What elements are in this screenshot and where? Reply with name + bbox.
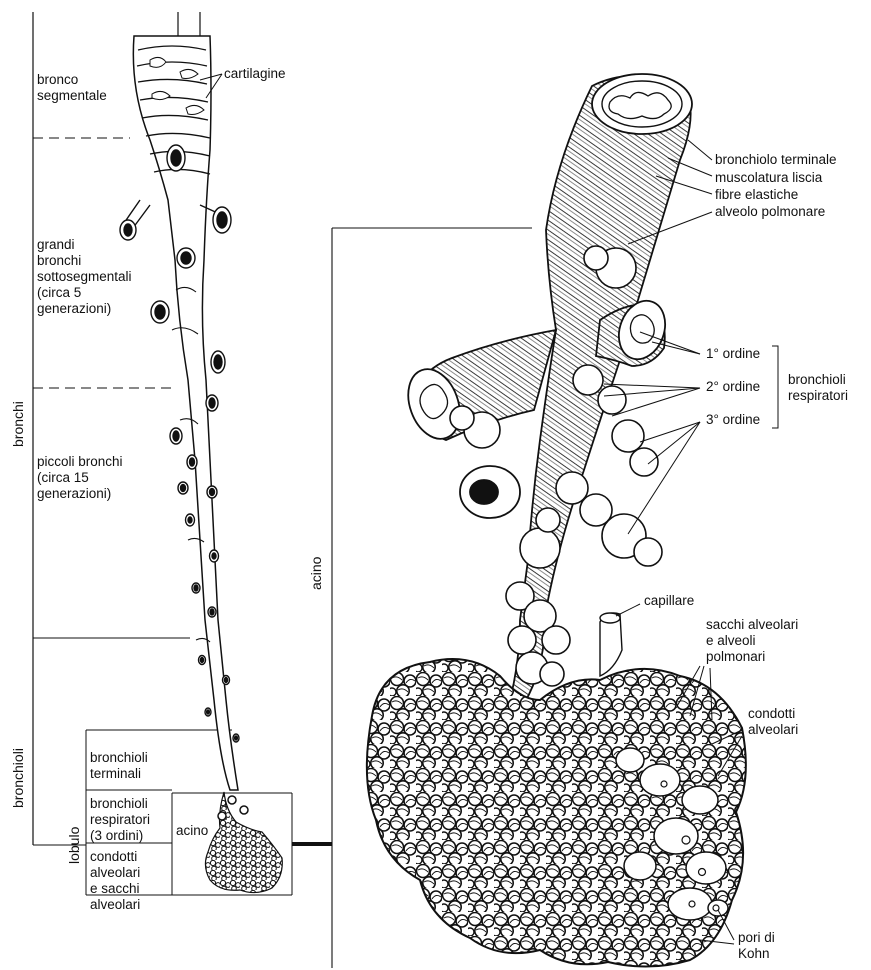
label-acino-vertical: acino	[308, 557, 324, 590]
label-condotti-sacchi: condotti alveolari e sacchi alveolari	[90, 849, 140, 913]
label-alveolo-polmonare: alveolo polmonare	[715, 204, 825, 220]
label-bronchiolo-terminale: bronchiolo terminale	[715, 152, 837, 168]
acinus-illustration	[367, 74, 746, 967]
label-secondo-ordine: 2° ordine	[706, 379, 760, 395]
label-condotti-alveolari: condotti alveolari	[748, 706, 798, 738]
label-capillare: capillare	[644, 593, 694, 609]
label-bronchioli-respiratori-right: bronchioli respiratori	[788, 372, 848, 404]
label-group-lobulo: lobulo	[66, 827, 82, 864]
label-fibre-elastiche: fibre elastiche	[715, 187, 798, 203]
label-cartilagine: cartilagine	[224, 66, 286, 82]
label-terzo-ordine: 3° ordine	[706, 412, 760, 428]
label-bronchioli-respiratori: bronchioli respiratori (3 ordini)	[90, 796, 150, 844]
label-acino-box: acino	[176, 823, 208, 839]
label-group-bronchi: bronchi	[10, 401, 26, 447]
label-group-bronchioli: bronchioli	[10, 748, 26, 808]
label-grandi-bronchi: grandi bronchi sottosegmentali (circa 5 …	[37, 237, 132, 317]
label-sacchi-alveolari: sacchi alveolari e alveoli polmonari	[706, 617, 798, 665]
label-piccoli-bronchi: piccoli bronchi (circa 15 generazioni)	[37, 454, 123, 502]
label-pori-di-kohn: pori di Kohn	[738, 930, 775, 962]
label-bronco-segmentale: bronco segmentale	[37, 72, 107, 104]
label-muscolatura-liscia: muscolatura liscia	[715, 170, 822, 186]
label-bronchioli-terminali: bronchioli terminali	[90, 750, 148, 782]
label-primo-ordine: 1° ordine	[706, 346, 760, 362]
